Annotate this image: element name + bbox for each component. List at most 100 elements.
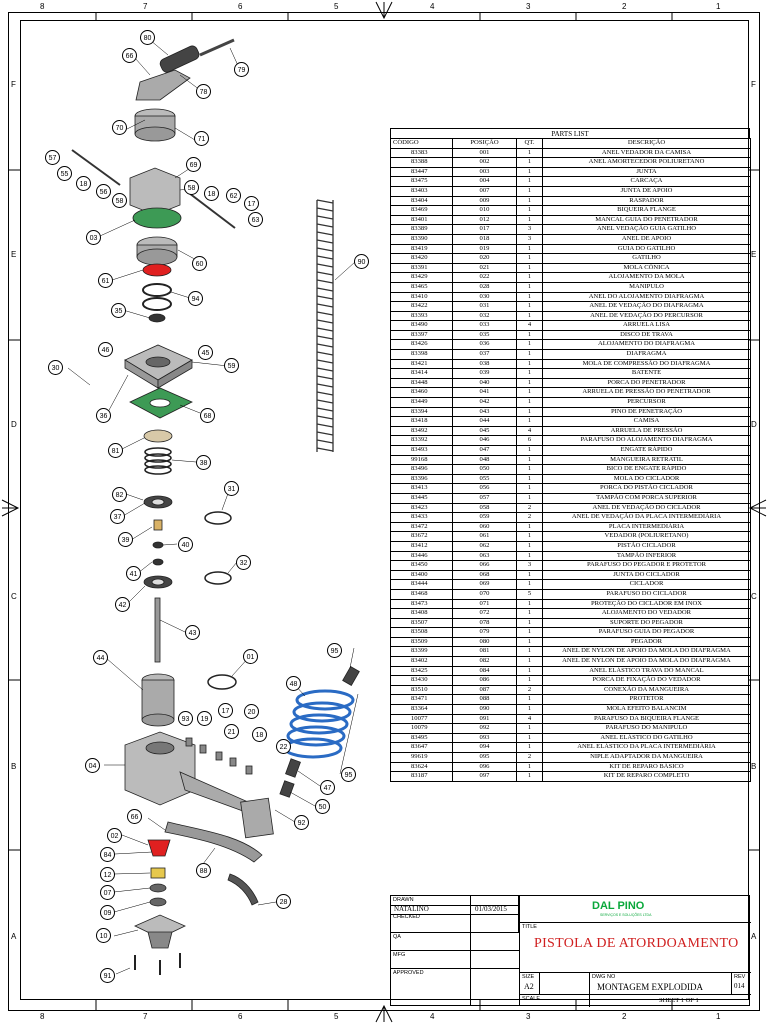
- callout-35: 35: [111, 303, 126, 318]
- part-position: 066: [452, 560, 517, 571]
- callout-09: 09: [100, 905, 115, 920]
- part-quantity: 1: [516, 761, 543, 773]
- part-quantity: 1: [516, 406, 543, 418]
- part-description: ANEL ELÁSTICO DA PLACA INTERMEDIÁRIA: [542, 742, 751, 753]
- callout-71: 71: [194, 131, 209, 146]
- zone-top-8: 8: [40, 2, 45, 11]
- callout-10: 10: [96, 928, 111, 943]
- part-quantity: 1: [516, 675, 543, 686]
- part-quantity: 6: [516, 435, 543, 446]
- zone-top-7: 7: [143, 2, 148, 11]
- scale-label: SCALE: [522, 996, 541, 1002]
- part-description: ANEL DE VEDAÇÃO DA PLACA INTERMEDIÁRIA: [542, 512, 751, 523]
- part-description: ANEL ELÁSTICO TRAVA DO MANCAL: [542, 665, 751, 677]
- callout-80: 80: [140, 30, 155, 45]
- callout-44: 44: [93, 650, 108, 665]
- callout-81: 81: [108, 443, 123, 458]
- part-code: 83393: [390, 310, 453, 322]
- part-position: 055: [452, 473, 517, 485]
- callout-07: 07: [100, 885, 115, 900]
- callout-31: 31: [224, 481, 239, 496]
- callout-61: 61: [98, 273, 113, 288]
- part-code: 83408: [390, 608, 453, 619]
- part-quantity: 1: [516, 195, 543, 207]
- part-code: 83383: [390, 147, 453, 159]
- approved-label: APPROVED: [393, 970, 424, 976]
- callout-42: 42: [115, 597, 130, 612]
- part-position: 092: [452, 723, 517, 734]
- part-position: 003: [452, 166, 517, 178]
- callout-37: 37: [110, 509, 125, 524]
- callout-92: 92: [294, 815, 309, 830]
- part-description: MOLA DE COMPRESSÃO DO DIAFRAGMA: [542, 358, 751, 370]
- part-position: 048: [452, 454, 517, 466]
- part-quantity: 1: [516, 166, 543, 178]
- part-description: MOLA CÔNICA: [542, 262, 751, 274]
- part-code: 83400: [390, 569, 453, 581]
- part-position: 007: [452, 185, 517, 197]
- callout-84: 84: [100, 847, 115, 862]
- callout-41: 41: [126, 566, 141, 581]
- part-position: 090: [452, 704, 517, 715]
- callout-90: 90: [354, 254, 369, 269]
- part-position: 060: [452, 521, 517, 533]
- callout-94: 94: [188, 291, 203, 306]
- callout-88: 88: [196, 863, 211, 878]
- part-quantity: 3: [516, 560, 543, 571]
- part-code: 83672: [390, 531, 453, 542]
- zone-top-5: 5: [334, 2, 339, 11]
- callout-60: 60: [192, 256, 207, 271]
- callout-48: 48: [286, 676, 301, 691]
- part-description: BIQUEIRA FLANGE: [542, 205, 751, 216]
- part-quantity: 1: [516, 301, 543, 312]
- callout-66: 66: [122, 48, 137, 63]
- callout-93: 93: [178, 711, 193, 726]
- part-position: 042: [452, 397, 517, 408]
- part-code: 83447: [390, 166, 453, 178]
- part-quantity: 1: [516, 579, 543, 590]
- part-position: 043: [452, 406, 517, 418]
- part-quantity: 1: [516, 598, 543, 610]
- part-description: PARAFUSO DA BIQUEIRA FLANGE: [542, 713, 751, 725]
- callout-59: 59: [224, 358, 239, 373]
- part-quantity: 1: [516, 742, 543, 753]
- part-position: 001: [452, 147, 517, 159]
- part-description: PEGADOR: [542, 636, 751, 648]
- qa-label: QA: [393, 934, 401, 940]
- part-quantity: 4: [516, 320, 543, 331]
- part-description: PARAFUSO DO MANIPULO: [542, 723, 751, 734]
- part-position: 035: [452, 329, 517, 341]
- part-code: 83414: [390, 368, 453, 379]
- part-quantity: 1: [516, 253, 543, 264]
- part-quantity: 4: [516, 425, 543, 437]
- callout-68: 68: [200, 408, 215, 423]
- part-description: ANEL ELÁSTICO DO GATILHO: [542, 732, 751, 744]
- callout-18a: 18: [76, 176, 91, 191]
- part-position: 079: [452, 627, 517, 638]
- part-quantity: 1: [516, 445, 543, 456]
- zone-left-F: F: [11, 80, 16, 89]
- part-description: ALOJAMENTO DO VEDADOR: [542, 608, 751, 619]
- callout-95b: 95: [341, 767, 356, 782]
- part-description: MANIPULO: [542, 281, 751, 293]
